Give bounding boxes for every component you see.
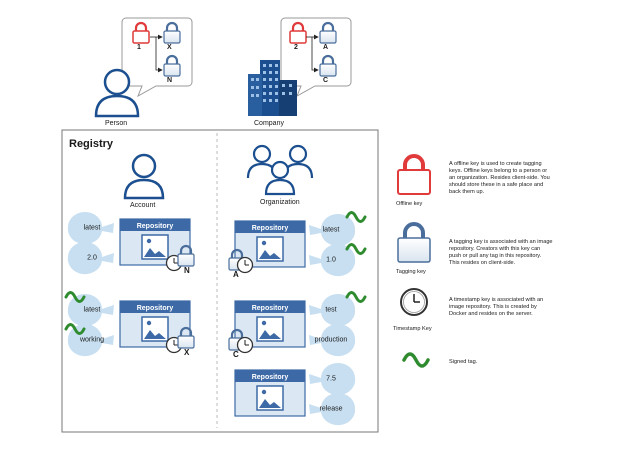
image-icon (141, 316, 169, 342)
tag-bubble (309, 363, 356, 396)
tag-bubble (309, 244, 356, 277)
key-label: C (233, 350, 239, 359)
repository-label: Repository (137, 305, 174, 312)
company-label: Company (254, 120, 284, 127)
company-tagging-key-b-icon (319, 54, 337, 77)
repository-label: Repository (252, 374, 289, 381)
organization-label: Organization (260, 199, 300, 206)
person-tagging-key-b-icon (163, 54, 181, 77)
repository-label: Repository (252, 305, 289, 312)
repository-label: Repository (252, 225, 289, 232)
key-label: A (233, 270, 239, 279)
tag-label-2: production (315, 337, 348, 344)
tag-label-1: latest (84, 307, 101, 314)
company-group: 2 A C (248, 17, 352, 127)
company-callout: 2 A C (280, 17, 352, 98)
person-tagging-key-a-icon (163, 21, 181, 44)
person-callout: 1 X N (121, 17, 193, 98)
person-key-offline-label: 1 (137, 44, 141, 51)
tag-label-2: release (320, 406, 343, 413)
key-label: X (184, 348, 190, 357)
legend-tagging-key-text: A tagging key is associated with an imag… (449, 239, 553, 266)
person-key-a-label: X (167, 44, 172, 51)
legend: Offline key A offline key is used to cre… (393, 154, 553, 368)
signed-tag-icon (64, 291, 86, 303)
image-icon (256, 385, 284, 411)
tag-bubble (309, 324, 356, 357)
person-key-b-label: N (167, 77, 172, 84)
tag-label-1: latest (84, 225, 101, 232)
tag-bubble (67, 212, 114, 245)
tag-bubble (309, 393, 356, 426)
repository-header (120, 219, 190, 231)
registry-title: Registry (69, 138, 114, 150)
timestamp-clock-icon (236, 336, 254, 354)
tag-bubble (309, 214, 356, 247)
tag-label-1: 7.5 (326, 376, 336, 383)
repository-org-3: Repository 7.5 release (234, 363, 356, 426)
legend-tagging-key-name: Tagging key (396, 269, 426, 275)
tagging-key-icon (177, 326, 195, 349)
image-icon (256, 236, 284, 262)
tag-label-1: test (325, 307, 336, 314)
image-icon (256, 316, 284, 342)
arrow (155, 37, 163, 73)
repository-org-1: Repository latest 1.0A (228, 211, 367, 279)
tag-label-2: 1.0 (326, 257, 336, 264)
company-key-b-label: C (323, 77, 328, 84)
signed-tag-icon (64, 323, 86, 335)
repository-header (235, 221, 305, 233)
repository-header (235, 301, 305, 313)
legend-offline-key-icon (397, 154, 431, 195)
repository-account-1: Repository latest 2.0N (67, 212, 195, 275)
company-offline-key-icon (289, 21, 307, 44)
repositories: Repository latest 2.0N Repository latest work… (64, 211, 367, 426)
image-icon (141, 234, 169, 260)
legend-tagging-key-icon (397, 222, 431, 263)
timestamp-clock-icon (236, 256, 254, 274)
legend-timestamp-key-name: Timestamp Key (393, 326, 432, 332)
tag-label-2: working (79, 337, 104, 344)
signed-tag-icon (345, 291, 367, 303)
account-icon (123, 153, 165, 200)
arrow (311, 37, 319, 73)
tag-label-2: 2.0 (87, 255, 97, 262)
legend-offline-key-name: Offline key (396, 201, 423, 207)
person-label: Person (105, 120, 127, 127)
tag-bubble (309, 294, 356, 327)
repository-header (120, 301, 190, 313)
signed-tag-icon (345, 211, 367, 223)
repository-header (235, 370, 305, 382)
tag-bubble (67, 242, 114, 275)
signed-tag-icon (345, 243, 367, 255)
company-key-a-label: A (323, 44, 328, 51)
registry-box: Registry Account Organization Repository… (61, 129, 379, 433)
company-tagging-key-a-icon (319, 21, 337, 44)
organization-icon (246, 144, 314, 196)
legend-signed-tag-text: Signed tag. (449, 359, 478, 365)
legend-signed-tag-icon (402, 352, 430, 368)
tag-label-1: latest (323, 227, 340, 234)
account-label: Account (130, 202, 155, 209)
repository-label: Repository (137, 223, 174, 230)
company-key-offline-label: 2 (294, 44, 298, 51)
person-offline-key-icon (132, 21, 150, 44)
legend-timestamp-key-icon (400, 288, 428, 316)
key-label: N (184, 266, 190, 275)
person-group: 1 X N Person (94, 17, 193, 127)
tagging-key-icon (177, 244, 195, 267)
person-icon (94, 68, 140, 118)
company-building-icon (248, 60, 297, 116)
